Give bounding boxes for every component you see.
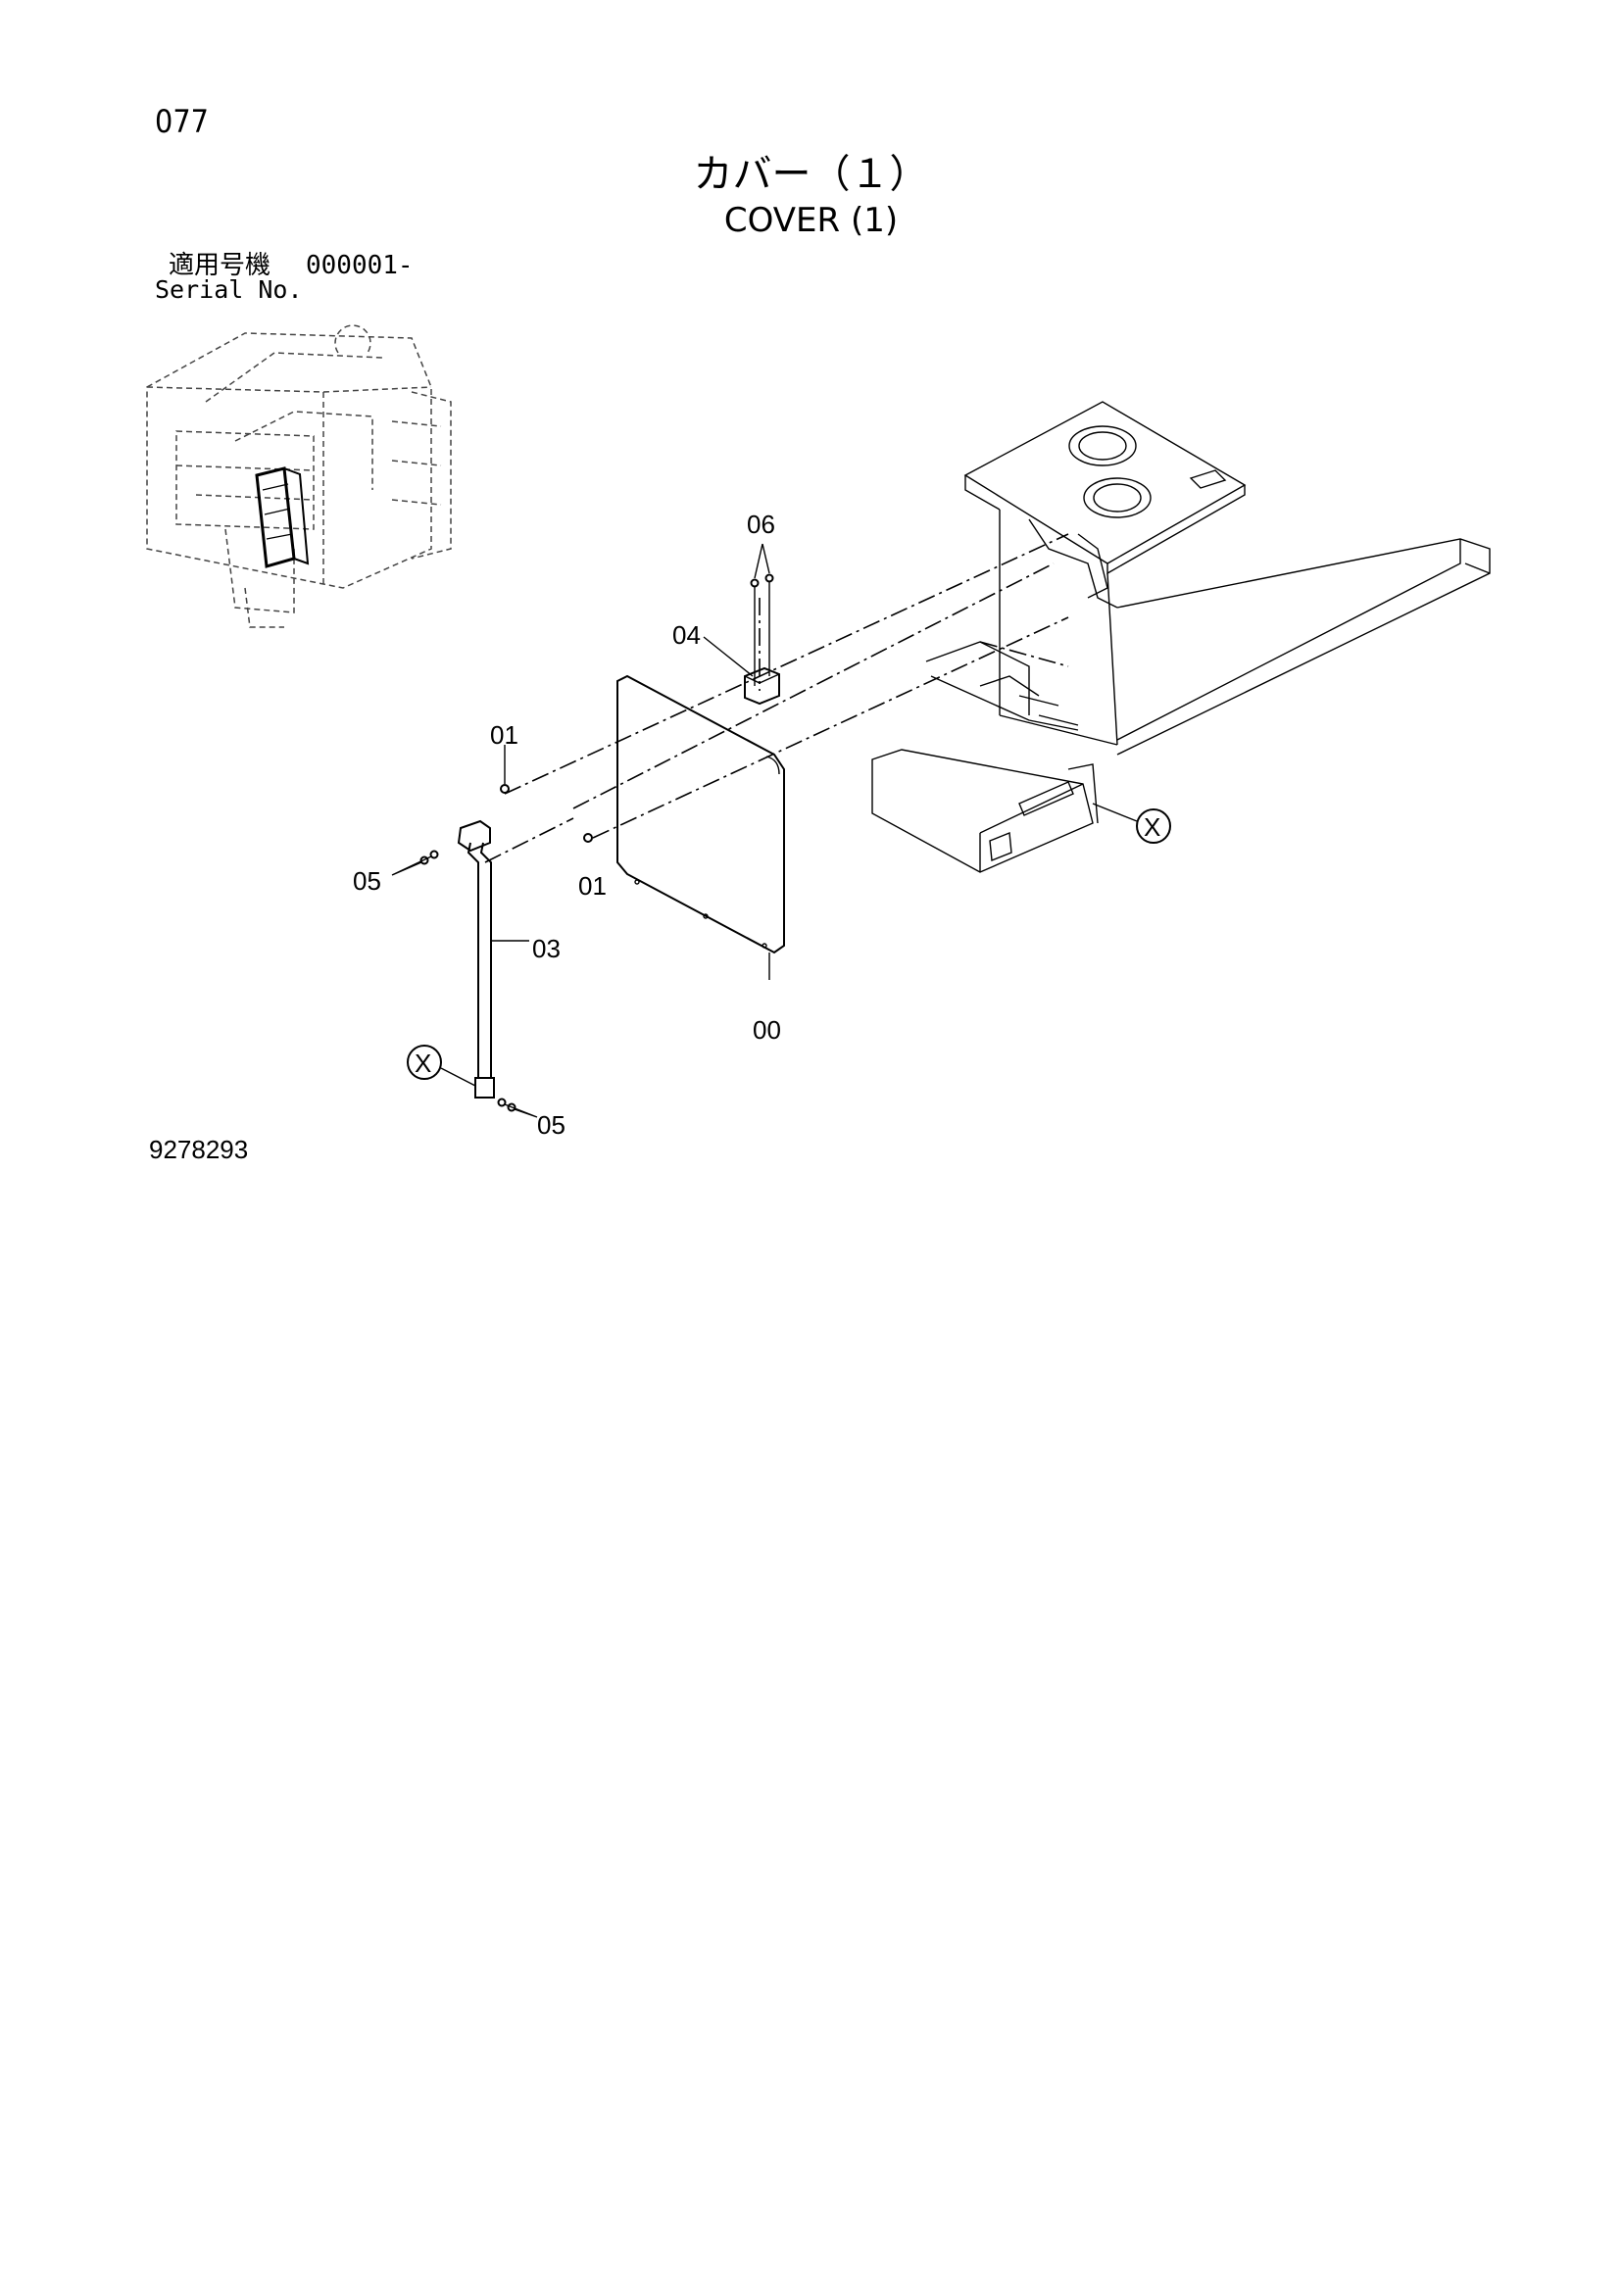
bolt-05-lower-a — [497, 1098, 507, 1107]
callout-01-upper: 01 — [490, 720, 518, 750]
callout-03: 03 — [532, 934, 561, 963]
part-04-bracket — [703, 636, 780, 706]
reference-x-left-label: X — [415, 1049, 431, 1078]
serial-label-english: Serial No. — [155, 275, 303, 304]
bolt-05-upper-b — [429, 850, 439, 859]
bolt-01-lower — [583, 833, 593, 843]
page-number: 077 — [155, 103, 209, 140]
assembly-center-lines — [484, 533, 1069, 863]
machine-locator-thumbnail — [146, 324, 452, 628]
callout-05-upper: 05 — [353, 866, 381, 896]
callout-04: 04 — [672, 620, 701, 650]
page-title-japanese: カバー（１） — [693, 152, 929, 197]
bolt-01-upper — [500, 784, 510, 794]
fasteners — [391, 543, 774, 1118]
reference-x-left — [407, 1045, 442, 1080]
tank-and-frame — [871, 401, 1491, 873]
serial-value: 000001- — [306, 251, 414, 280]
reference-x-right-label: X — [1144, 812, 1160, 842]
bolt-06-b — [764, 573, 774, 583]
page-title-english: COVER (1) — [723, 201, 899, 240]
bolt-05-lower-b — [507, 1102, 516, 1112]
part-03-stay-rod — [457, 819, 529, 1099]
callout-05-lower: 05 — [537, 1110, 565, 1140]
serial-label-japanese: 適用号機 — [169, 251, 271, 280]
reference-x-markers: X X — [407, 803, 1171, 1087]
part-00-cover-panel — [616, 674, 785, 980]
reference-x-right — [1136, 808, 1171, 844]
callout-labels: 06 04 01 01 05 03 00 05 — [353, 510, 781, 1140]
bolt-06-a — [750, 578, 760, 588]
callout-01-lower: 01 — [578, 871, 607, 901]
callout-06: 06 — [747, 510, 775, 539]
bolt-05-upper-a — [419, 855, 429, 865]
document-id: 9278293 — [149, 1135, 249, 1164]
callout-00: 00 — [753, 1015, 781, 1045]
